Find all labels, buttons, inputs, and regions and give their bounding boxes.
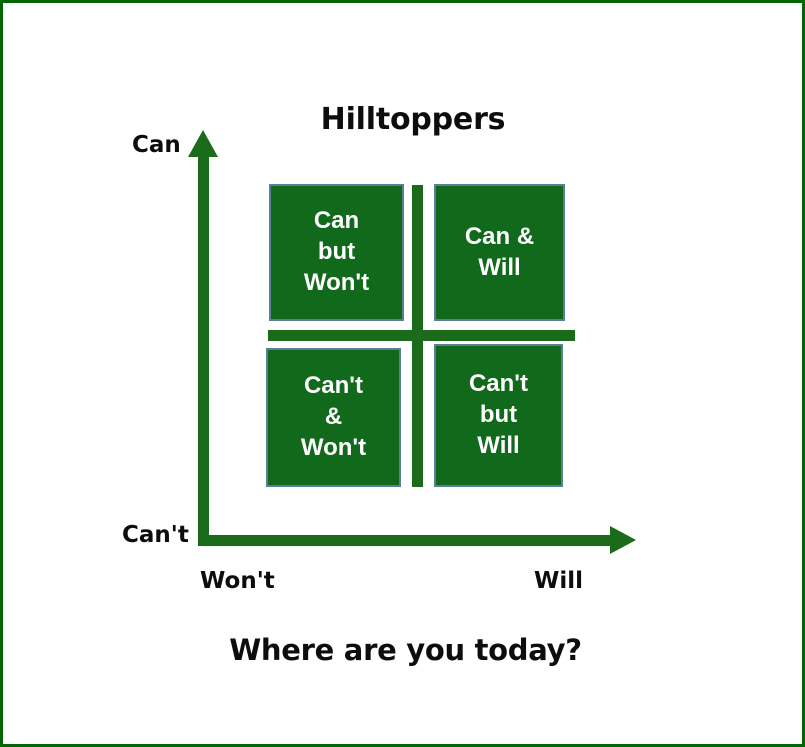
quadrant-cant-but-will[interactable]: Can't but Will bbox=[434, 344, 563, 487]
page-title: Hilltoppers bbox=[320, 102, 506, 137]
y-axis-arrow-icon bbox=[188, 130, 218, 157]
y-axis-line bbox=[198, 151, 209, 546]
quadrant-label: Can't & Won't bbox=[300, 372, 367, 461]
quadrant-can-and-will[interactable]: Can & Will bbox=[434, 184, 565, 321]
quadrant-label: Can but Won't bbox=[303, 207, 370, 296]
quadrant-can-but-wont[interactable]: Can but Won't bbox=[269, 184, 404, 321]
quadrant-divider-horizontal bbox=[268, 330, 575, 341]
y-axis-top-label: Can bbox=[132, 132, 181, 158]
quadrant-cant-and-wont[interactable]: Can't & Won't bbox=[266, 348, 401, 487]
x-axis-right-label: Will bbox=[534, 568, 584, 594]
y-axis-bottom-label: Can't bbox=[122, 522, 189, 548]
x-axis-left-label: Won't bbox=[200, 568, 275, 594]
x-axis-arrow-icon bbox=[610, 526, 636, 554]
quadrant-label: Can & Will bbox=[464, 222, 535, 281]
caption-text: Where are you today? bbox=[229, 633, 582, 667]
x-axis-line bbox=[198, 535, 618, 546]
quadrant-label: Can't but Will bbox=[468, 370, 529, 459]
